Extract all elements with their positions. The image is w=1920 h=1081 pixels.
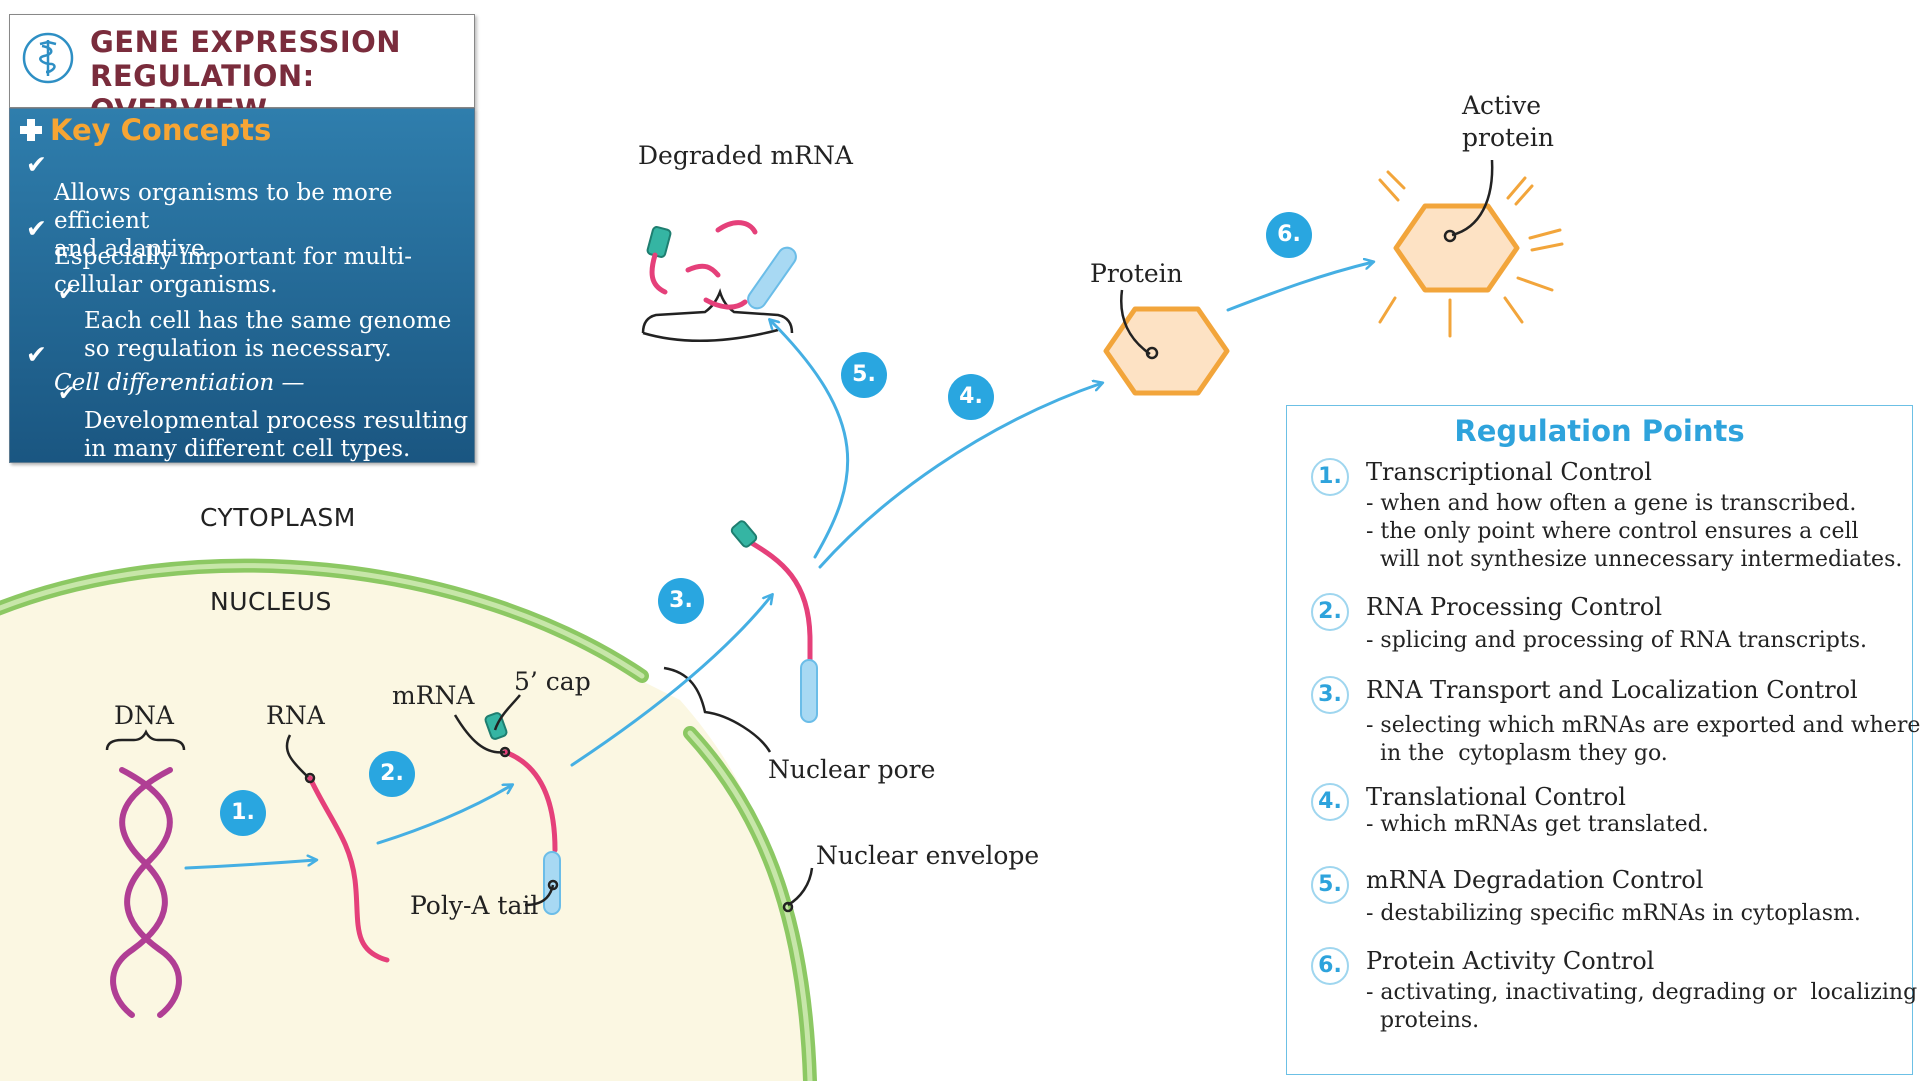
- regulation-item-title: Protein Activity Control: [1366, 947, 1655, 975]
- nucleus-label: NUCLEUS: [210, 587, 332, 616]
- dna-brace: [105, 729, 186, 751]
- check-icon: ✔: [26, 340, 47, 369]
- caduceus-icon: [22, 32, 74, 84]
- step-6-badge: 6.: [1266, 212, 1312, 258]
- dna-helix: [110, 767, 182, 1018]
- plus-icon: [20, 119, 42, 141]
- regulation-item-desc: - which mRNAs get translated.: [1366, 812, 1709, 837]
- title-card: GENE EXPRESSION REGULATION: OVERVIEW: [9, 14, 475, 127]
- concept-item: ✔Cell differentiation —: [26, 340, 305, 397]
- process-arrows: [184, 262, 1373, 870]
- check-icon: ✔: [26, 150, 47, 179]
- check-icon: ✔: [58, 281, 76, 305]
- step-2-badge: 2.: [369, 751, 415, 797]
- key-concepts-heading: Key Concepts: [18, 113, 271, 147]
- regulation-points-panel: Regulation Points 1. Transcriptional Con…: [1286, 405, 1920, 1075]
- nuclear-envelope-label: Nuclear envelope: [816, 841, 1040, 870]
- arrow-1: [184, 860, 316, 870]
- dna-label: DNA: [114, 701, 174, 730]
- step-4-badge: 4.: [948, 374, 994, 420]
- regulation-item-title: Translational Control: [1366, 783, 1626, 811]
- regulation-item-title: RNA Processing Control: [1366, 593, 1663, 621]
- active-protein-label: Active protein: [1462, 91, 1554, 152]
- protein-hexagon: [1103, 306, 1230, 396]
- regulation-number: 6.: [1311, 947, 1349, 985]
- step-3-badge: 3.: [658, 578, 704, 624]
- rna-strand: [307, 775, 390, 963]
- cytoplasm-mrna-strand: [747, 539, 813, 663]
- degraded-brace: [642, 328, 779, 342]
- cytoplasm-mrna-tail: [800, 659, 818, 723]
- concept-subitem: ✔Each cell has the same genome so regula…: [58, 281, 452, 362]
- regulation-item-desc: - selecting which mRNAs are exported and…: [1366, 713, 1920, 766]
- key-concepts-panel: Key Concepts ✔Allows organisms to be mor…: [9, 108, 475, 463]
- regulation-number: 5.: [1311, 866, 1349, 904]
- arrow-6: [1226, 262, 1373, 312]
- nuclear-pore-label: Nuclear pore: [768, 755, 936, 784]
- rna-label: RNA: [266, 701, 325, 730]
- five-prime-cap-label: 5’ cap: [514, 667, 591, 696]
- regulation-item-desc: - destabilizing specific mRNAs in cytopl…: [1366, 901, 1861, 926]
- degraded-mrna-label: Degraded mRNA: [638, 141, 853, 170]
- key-concepts-title: Key Concepts: [50, 113, 272, 147]
- regulation-item-title: Transcriptional Control: [1366, 458, 1652, 486]
- cytoplasm-mrna-cap: [730, 520, 758, 548]
- mrna-label: mRNA: [392, 681, 475, 710]
- regulation-number: 2.: [1311, 593, 1349, 631]
- regulation-item-desc: - splicing and processing of RNA transcr…: [1366, 628, 1867, 653]
- degraded-cap: [646, 226, 672, 258]
- concept-subitem: ✔Developmental process resulting in many…: [58, 381, 469, 462]
- cytoplasm-label: CYTOPLASM: [200, 503, 356, 532]
- poly-a-tail: [543, 851, 561, 915]
- regulation-item-desc: - when and how often a gene is transcrib…: [1366, 491, 1903, 572]
- degraded-tail: [747, 246, 797, 310]
- regulation-number: 1.: [1311, 458, 1349, 496]
- arrow-4: [818, 383, 1102, 569]
- regulation-number: 3.: [1311, 676, 1349, 714]
- concept-item: ✔Allows organisms to be more efficient a…: [26, 150, 393, 263]
- regulation-item-title: mRNA Degradation Control: [1366, 866, 1704, 894]
- arrow-3: [570, 595, 772, 767]
- active-protein-hexagon: [1393, 203, 1520, 293]
- poly-a-tail-label: Poly-A tail: [410, 891, 539, 920]
- protein-label: Protein: [1090, 259, 1183, 288]
- step-5-badge: 5.: [841, 352, 887, 398]
- check-icon: ✔: [26, 214, 47, 243]
- concept-item: ✔Especially important for multi- cellula…: [26, 214, 412, 299]
- arrow-5: [770, 320, 850, 559]
- activity-rays: [1378, 170, 1564, 338]
- nucleus-shape: [0, 558, 817, 1081]
- mrna-strand: [502, 749, 558, 853]
- step-1-badge: 1.: [220, 790, 266, 836]
- arrow-2: [376, 785, 512, 845]
- regulation-number: 4.: [1311, 783, 1349, 821]
- regulation-item-desc: - activating, inactivating, degrading or…: [1366, 980, 1918, 1033]
- regulation-item-title: RNA Transport and Localization Control: [1366, 676, 1858, 704]
- check-icon: ✔: [58, 381, 76, 405]
- rna-pointer: [285, 734, 309, 778]
- regulation-points-title: Regulation Points: [1454, 414, 1745, 448]
